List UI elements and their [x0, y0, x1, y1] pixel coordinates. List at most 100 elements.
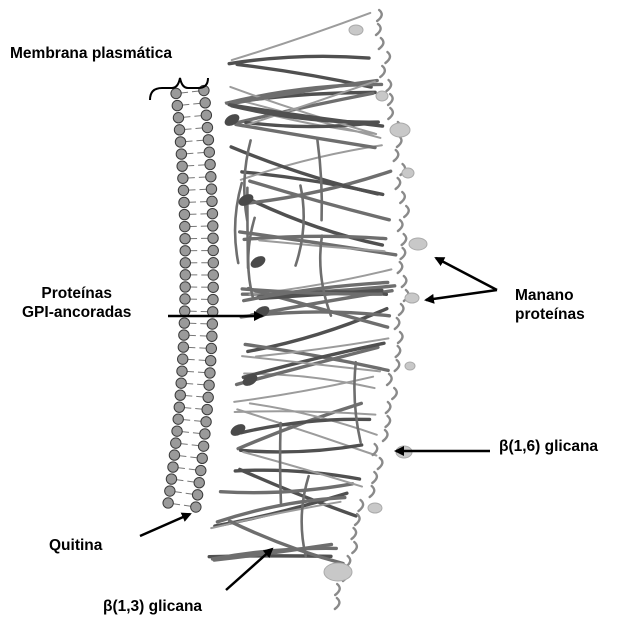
mannan-chain: [370, 486, 375, 497]
gpi-anchored-protein: [249, 254, 268, 271]
mannan-chain: [397, 136, 402, 147]
lipid-head: [180, 246, 190, 256]
lipid-head: [194, 477, 204, 487]
lipid-head: [191, 502, 201, 512]
lipid-head: [178, 185, 188, 195]
mannan-chain: [352, 528, 357, 539]
chitin-arrow: [140, 514, 190, 536]
glucan-fiber: [232, 13, 371, 60]
lipid-head: [180, 270, 190, 280]
lipid-head: [166, 474, 176, 484]
mannan-chain: [399, 304, 404, 315]
lipid-head: [171, 438, 181, 448]
lipid-head: [201, 110, 211, 120]
lipid-head: [178, 354, 188, 364]
lipid-head: [176, 378, 186, 388]
glucan-fiber: [231, 147, 378, 194]
mannan-chain: [385, 52, 390, 63]
lipid-head: [177, 366, 187, 376]
mannoprotein-arrow-lower: [426, 290, 497, 300]
label-quitina: Quitina: [49, 536, 102, 555]
lipid-head: [200, 98, 210, 108]
lipid-head: [196, 465, 206, 475]
mannoprotein-blob: [376, 91, 388, 101]
lipid-head: [206, 184, 216, 194]
lipid-head: [165, 486, 175, 496]
lipid-head: [178, 342, 188, 352]
lipid-head: [208, 221, 218, 231]
label-beta13-glicana: β(1,3) glicana: [103, 597, 202, 616]
lipid-head: [206, 172, 216, 182]
lipid-head: [179, 209, 189, 219]
mannan-chain: [395, 360, 400, 371]
lipid-head: [201, 417, 211, 427]
lipid-head: [204, 147, 214, 157]
lipid-head: [180, 282, 190, 292]
lipid-head: [204, 380, 214, 390]
mannan-chain: [402, 276, 407, 287]
mannan-chain: [379, 38, 384, 49]
lipid-head: [200, 429, 210, 439]
label-proteinas-gpi-line1: Proteínas: [22, 284, 131, 303]
lipid-head: [202, 122, 212, 132]
glucan-fiber: [238, 403, 361, 448]
lipid-head: [168, 462, 178, 472]
mannoprotein-blob: [390, 123, 410, 137]
lipid-head: [208, 282, 218, 292]
mannan-chain: [402, 234, 407, 245]
mannoprotein-arrow-upper: [436, 258, 497, 290]
lipid-head: [205, 159, 215, 169]
mannan-chain: [373, 444, 378, 455]
lipid-head: [163, 498, 173, 508]
lipid-head: [179, 330, 189, 340]
lipid-head: [180, 258, 190, 268]
mannan-chain: [398, 332, 403, 343]
lipid-head: [171, 88, 181, 98]
mannoprotein-blob: [405, 362, 415, 370]
mannan-chain: [380, 66, 385, 77]
mannan-chain: [383, 430, 388, 441]
lipid-head: [208, 245, 218, 255]
mannan-chain: [398, 220, 403, 231]
label-membrana-plasmatica: Membrana plasmática: [10, 44, 172, 63]
label-manano-line1: Manano: [515, 286, 585, 305]
lipid-head: [208, 294, 218, 304]
mannan-chain: [377, 10, 382, 21]
mannan-chain: [335, 598, 340, 609]
lipid-head: [179, 197, 189, 207]
mannan-chain: [395, 318, 400, 329]
mannoprotein-blob: [402, 168, 414, 178]
mannan-chain: [396, 346, 401, 357]
gpi-anchored-protein: [229, 422, 248, 439]
label-manano-line2: proteínas: [515, 305, 585, 324]
lipid-head: [172, 426, 182, 436]
glucan-fiber: [235, 183, 242, 263]
lipid-head: [205, 368, 215, 378]
lipid-head: [207, 196, 217, 206]
lipid-head: [192, 490, 202, 500]
lipid-head: [176, 149, 186, 159]
mannoprotein-blob: [409, 238, 427, 250]
lipid-head: [208, 258, 218, 268]
lipid-head: [175, 390, 185, 400]
cell-wall-fibers: [209, 13, 395, 564]
mannan-chain: [386, 402, 391, 413]
mannan-chain: [387, 80, 392, 91]
mannoprotein-blob: [368, 503, 382, 513]
glucan-fiber: [280, 423, 281, 503]
label-manano-proteinas: Manano proteínas: [515, 286, 585, 324]
glucan-fiber: [302, 476, 309, 556]
lipid-head: [206, 343, 216, 353]
label-proteinas-gpi: Proteínas GPI-ancoradas: [22, 284, 131, 322]
mannan-chain: [335, 584, 340, 595]
mannoprotein-blob: [349, 25, 363, 35]
mannan-chain: [388, 108, 393, 119]
mannan-chain: [400, 192, 405, 203]
mannan-chain: [401, 248, 406, 259]
lipid-head: [203, 135, 213, 145]
mannan-chain: [404, 206, 409, 217]
lipid-head: [207, 331, 217, 341]
plasma-membrane-bilayer: [163, 85, 219, 512]
mannan-chain: [392, 388, 397, 399]
lipid-head: [207, 208, 217, 218]
